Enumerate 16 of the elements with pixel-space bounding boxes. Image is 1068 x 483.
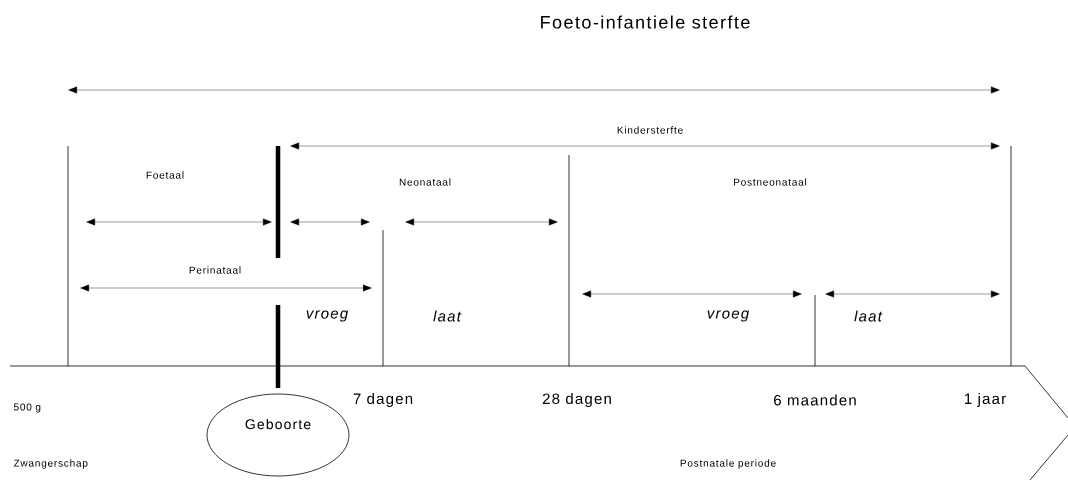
age-label: 6 maanden [774,394,856,406]
period-label: Postneonataal [734,178,807,186]
age-label: 1 jaar [965,393,1006,407]
phase-label: vroeg [306,310,348,322]
period-label: Postnatale periode [680,459,776,469]
period-label: Perinataal [189,266,241,274]
phase-label: laat [433,310,462,322]
axis-label: Zwangerschap [13,459,88,469]
period-label: Kindersterfte [617,126,683,134]
phase-label: vroeg [707,310,749,322]
axis-label: 500 g [13,403,41,413]
period-label: Foetaal [146,171,184,179]
title: Foeto-infantiele sterfte [541,15,750,29]
phase-label: laat [854,310,883,322]
period-label: Neonataal [399,178,451,186]
age-label: 28 dagen [542,393,611,407]
